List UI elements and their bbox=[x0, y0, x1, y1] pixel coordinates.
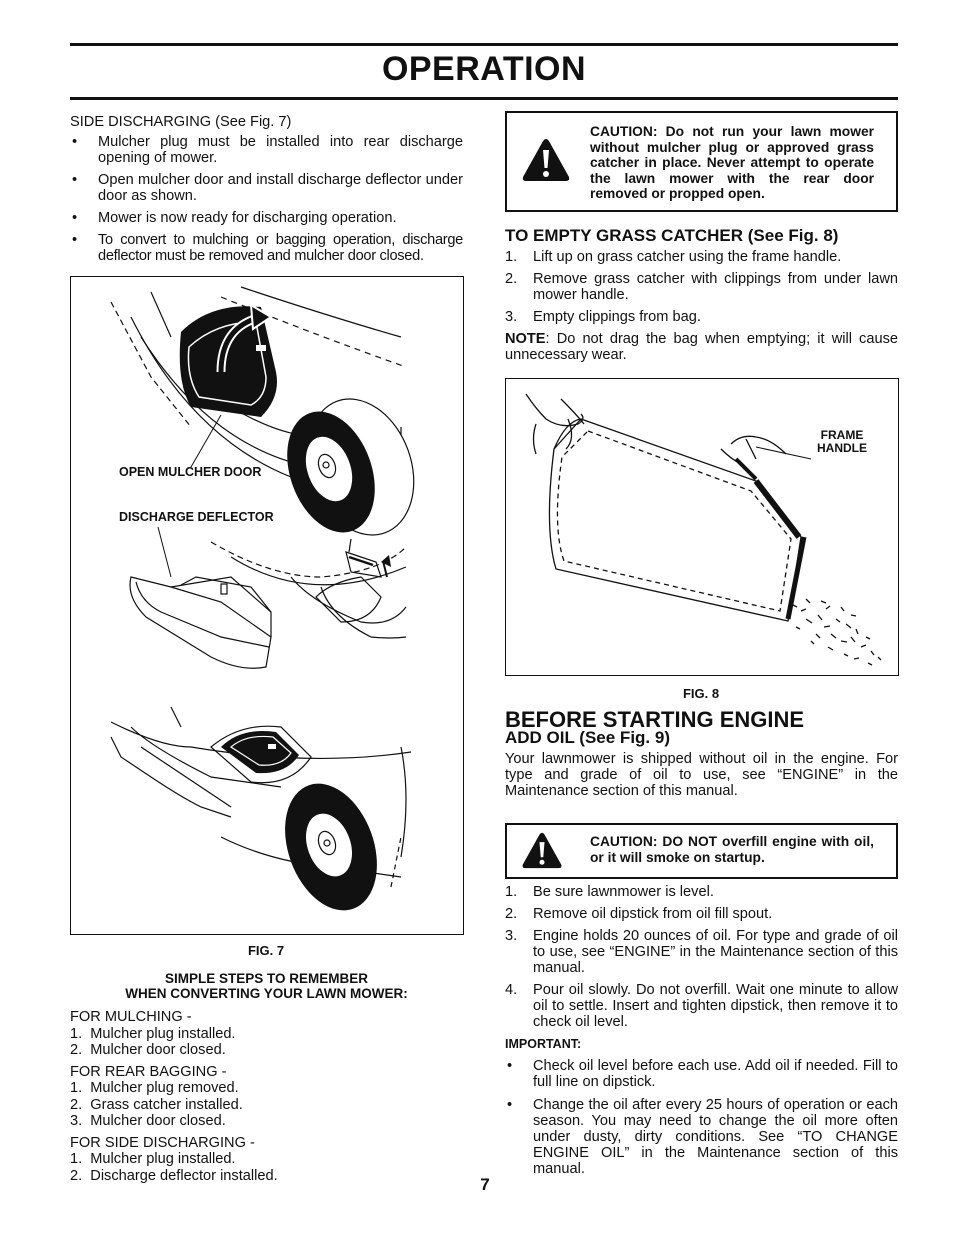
side-discharging-heading: SIDE DISCHARGING (See Fig. 7) bbox=[70, 114, 292, 130]
list-item: 4.Pour oil slowly. Do not overfill. Wait… bbox=[505, 982, 898, 1030]
fig-8-caption: FIG. 8 bbox=[682, 686, 720, 701]
list-item: Check oil level before each use. Add oil… bbox=[505, 1058, 898, 1090]
empty-grass-catcher-section: TO EMPTY GRASS CATCHER (See Fig. 8) 1.Li… bbox=[505, 226, 898, 363]
oil-steps-list: 1.Be sure lawnmower is level. 2.Remove o… bbox=[505, 884, 898, 1030]
simple-steps: SIMPLE STEPS TO REMEMBER WHEN CONVERTING… bbox=[70, 971, 463, 1184]
mower-illustration bbox=[110, 286, 415, 911]
list-item: 2. Grass catcher installed. bbox=[70, 1096, 243, 1113]
rear-bagging-group: FOR REAR BAGGING - 1. Mulcher plug remov… bbox=[70, 1064, 463, 1130]
caution-text: CAUTION: Do not run your lawn mower with… bbox=[590, 124, 874, 201]
list-item: 2. Discharge deflector installed. bbox=[70, 1167, 278, 1184]
list-item: 3.Empty clippings from bag. bbox=[505, 309, 701, 325]
before-starting-engine-section: BEFORE STARTING ENGINE ADD OIL (See Fig.… bbox=[505, 707, 898, 800]
caution-text: CAUTION: DO NOT overfill engine with oil… bbox=[590, 834, 874, 865]
list-item: 1. Mulcher plug removed. bbox=[70, 1080, 239, 1096]
list-item: 3. Mulcher door closed. bbox=[70, 1113, 226, 1129]
add-oil-heading: ADD OIL (See Fig. 9) bbox=[505, 728, 670, 747]
list-item: 1.Be sure lawnmower is level. bbox=[505, 884, 714, 900]
side-discharging-section: SIDE DISCHARGING (See Fig. 7) Mulcher pl… bbox=[70, 114, 463, 270]
rear-bagging-title: FOR REAR BAGGING - bbox=[70, 1063, 227, 1080]
list-item: To convert to mulching or bagging operat… bbox=[70, 232, 463, 264]
important-list: Check oil level before each use. Add oil… bbox=[505, 1058, 898, 1177]
list-item: Mower is now ready for discharging opera… bbox=[70, 210, 463, 226]
figure-8: FRAME HANDLE bbox=[505, 378, 899, 676]
warning-icon bbox=[522, 139, 570, 181]
empty-grass-catcher-heading: TO EMPTY GRASS CATCHER (See Fig. 8) bbox=[505, 226, 839, 245]
list-item: Change the oil after every 25 hours of o… bbox=[505, 1097, 898, 1177]
list-item: Open mulcher door and install discharge … bbox=[70, 172, 463, 204]
mulching-title: FOR MULCHING - bbox=[70, 1009, 192, 1025]
steps-heading-line-2: WHEN CONVERTING YOUR LAWN MOWER: bbox=[125, 986, 408, 1001]
list-item: 1. Mulcher plug installed. bbox=[70, 1151, 236, 1167]
label-discharge-deflector: DISCHARGE DEFLECTOR bbox=[119, 510, 274, 524]
caution-box-overfill: CAUTION: DO NOT overfill engine with oil… bbox=[505, 823, 898, 879]
label-frame-handle: FRAME HANDLE bbox=[817, 428, 867, 455]
note: NOTE: Do not drag the bag when emptying;… bbox=[505, 331, 898, 363]
side-discharging-title: FOR SIDE DISCHARGING - bbox=[70, 1134, 255, 1151]
list-item: 1. Mulcher plug installed. bbox=[70, 1025, 236, 1042]
list-item: 2. Mulcher door closed. bbox=[70, 1042, 226, 1058]
list-item: 2.Remove oil dipstick from oil fill spou… bbox=[505, 906, 773, 922]
grass-catcher-illustration bbox=[525, 393, 882, 666]
title-rule bbox=[70, 97, 898, 100]
list-item: 2.Remove grass catcher with clippings fr… bbox=[505, 271, 898, 303]
figure-7: OPEN MULCHER DOOR DISCHARGE DEFLECTOR bbox=[70, 276, 464, 935]
important-label: IMPORTANT: bbox=[505, 1037, 582, 1051]
list-item: Mulcher plug must be installed into rear… bbox=[70, 134, 463, 166]
warning-icon bbox=[522, 832, 562, 869]
top-rule bbox=[70, 43, 898, 46]
list-item: 3.Engine holds 20 ounces of oil. For typ… bbox=[505, 928, 898, 976]
side-discharging-list: Mulcher plug must be installed into rear… bbox=[70, 134, 463, 264]
side-discharging-group: FOR SIDE DISCHARGING - 1. Mulcher plug i… bbox=[70, 1135, 463, 1185]
page-number: 7 bbox=[480, 1175, 490, 1194]
oil-steps-section: 1.Be sure lawnmower is level. 2.Remove o… bbox=[505, 884, 898, 1183]
caution-box-mulcher-plug: CAUTION: Do not run your lawn mower with… bbox=[505, 111, 898, 212]
oil-intro: Your lawnmower is shipped without oil in… bbox=[505, 751, 898, 799]
mulching-group: FOR MULCHING - 1. Mulcher plug installed… bbox=[70, 1009, 463, 1059]
fig-7-caption: FIG. 7 bbox=[247, 943, 285, 958]
page-title: OPERATION bbox=[381, 50, 587, 88]
list-item: 1.Lift up on grass catcher using the fra… bbox=[505, 249, 842, 265]
empty-steps-list: 1.Lift up on grass catcher using the fra… bbox=[505, 249, 898, 325]
label-open-mulcher-door: OPEN MULCHER DOOR bbox=[119, 465, 262, 479]
before-starting-engine-heading: BEFORE STARTING ENGINE bbox=[505, 707, 805, 732]
steps-heading-line-1: SIMPLE STEPS TO REMEMBER bbox=[164, 971, 369, 986]
